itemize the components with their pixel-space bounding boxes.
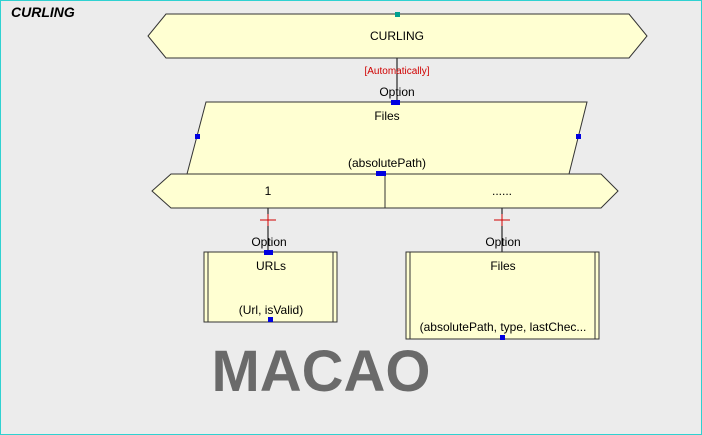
branch-left-label: 1 bbox=[264, 184, 272, 198]
annotation-automatically: [Automatically] bbox=[364, 66, 430, 77]
files-right-handle[interactable] bbox=[576, 134, 581, 139]
files-entity-fields: (absolutePath) bbox=[347, 156, 427, 170]
watermark-logo: MACAO bbox=[211, 339, 430, 404]
root-top-handle[interactable] bbox=[395, 12, 400, 17]
diagram-title: CURLING bbox=[11, 4, 75, 20]
files-table-title: Files bbox=[490, 259, 516, 273]
left-cross-mark bbox=[260, 214, 276, 226]
urls-bottom-handle[interactable] bbox=[268, 317, 273, 322]
urls-table-shape[interactable] bbox=[203, 251, 338, 323]
files-table-fields: (absolutePath, type, lastChec... bbox=[419, 320, 587, 334]
urls-table-fields: (Url, isValid) bbox=[238, 303, 304, 317]
branch-right-label: ...... bbox=[491, 184, 513, 198]
right-cross-mark bbox=[494, 214, 510, 226]
files-entity-title: Files bbox=[374, 109, 400, 123]
urls-top-handle[interactable] bbox=[264, 250, 273, 255]
files-table-shape[interactable] bbox=[405, 251, 600, 340]
root-link-option-label: Option bbox=[379, 85, 415, 99]
right-link-option-label: Option bbox=[485, 235, 521, 249]
files-left-handle[interactable] bbox=[195, 134, 200, 139]
files-bottom-handle[interactable] bbox=[376, 171, 386, 176]
files-top-handle[interactable] bbox=[391, 100, 400, 105]
files-table-bottom-handle[interactable] bbox=[500, 335, 505, 340]
left-link-option-label: Option bbox=[251, 235, 287, 249]
urls-table-title: URLs bbox=[255, 259, 287, 273]
root-node-shape[interactable] bbox=[147, 13, 648, 59]
root-node-label: CURLING bbox=[369, 29, 425, 43]
